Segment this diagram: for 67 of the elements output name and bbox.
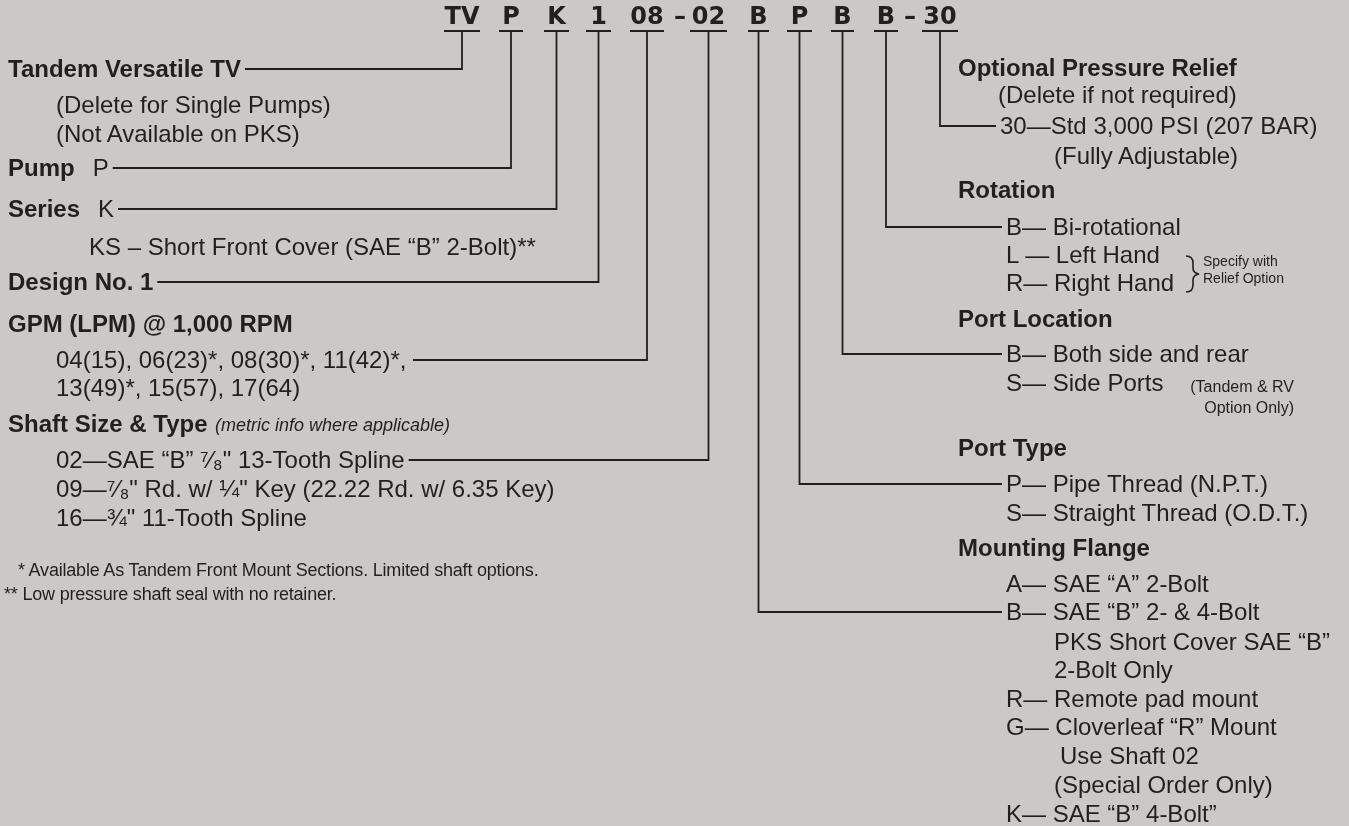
section-heading: GPM (LPM) @ 1,000 RPM: [8, 310, 293, 338]
section-heading: Port Type: [958, 434, 1067, 462]
option-text: Tandem Versatile TV: [4, 55, 245, 83]
option-text: R— Right Hand: [1006, 269, 1175, 297]
code-segment: P: [787, 2, 812, 32]
section-heading: Mounting Flange: [958, 534, 1150, 562]
option-text: 02—SAE “B” ⁷⁄₈" 13-Tooth Spline: [52, 446, 409, 474]
code-segment: K: [544, 2, 569, 32]
option-text: G— Cloverleaf “R” Mount: [1006, 713, 1277, 741]
leader-line: [407, 31, 710, 461]
option-text: A— SAE “A” 2-Bolt: [1006, 570, 1209, 598]
leader-line: [412, 31, 648, 361]
field-name: Pump: [8, 154, 75, 181]
note-text: (Delete if not required): [998, 81, 1237, 109]
option-text: B— SAE “B” 2- & 4-Bolt: [1002, 598, 1264, 626]
option-text: (Special Order Only): [1054, 771, 1273, 799]
option-text: S— Straight Thread (O.D.T.): [1006, 499, 1309, 527]
option-text: S— Side Ports: [1006, 369, 1164, 397]
option-text: B— Both side and rear: [1002, 340, 1253, 368]
footnote-text: ** Low pressure shaft seal with no retainer.: [4, 583, 337, 606]
leader-line: [117, 31, 558, 210]
separator-dash: –: [674, 2, 686, 30]
leader-line: [885, 31, 1003, 228]
option-text: R— Remote pad mount: [1006, 685, 1259, 713]
option-text: Use Shaft 02: [1060, 742, 1199, 770]
leader-line: [757, 31, 1003, 613]
note-text: (metric info where applicable): [215, 414, 451, 437]
note-text: (Delete for Single Pumps): [56, 91, 331, 119]
option-text: L — Left Hand: [1006, 241, 1160, 269]
code-segment: 02: [690, 2, 727, 32]
field-name: Series: [8, 195, 81, 222]
option-text: 04(15), 06(23)*, 08(30)*, 11(42)*, 13(49)*, 15(57), 17(64): [52, 346, 413, 402]
leader-line: [244, 31, 463, 70]
code-segment: P: [499, 2, 523, 32]
code-segment: B: [748, 2, 769, 32]
code-segment: 1: [586, 2, 611, 32]
section-heading: Optional Pressure Relief: [958, 54, 1237, 82]
code-segment: B: [831, 2, 854, 32]
option-text: K— SAE “B” 4-Bolt”: [1006, 800, 1217, 826]
section-heading: Rotation: [958, 176, 1056, 204]
option-text: 30—Std 3,000 PSI (207 BAR): [996, 112, 1322, 140]
option-text: 16—¾" 11-Tooth Spline: [56, 504, 307, 532]
code-value: P: [92, 154, 109, 181]
code-value: K: [98, 195, 115, 222]
leader-line: [841, 31, 1003, 355]
leader-line: [939, 31, 997, 127]
code-segment: 08: [630, 2, 664, 32]
option-text: PKS Short Cover SAE “B” 2-Bolt Only: [1054, 628, 1332, 684]
section-heading: Port Location: [958, 305, 1113, 333]
note-text: (Tandem & RV Option Only): [1189, 377, 1294, 418]
code-segment: 30: [922, 2, 958, 32]
option-text: KS – Short Front Cover (SAE “B” 2-Bolt)**: [89, 233, 536, 261]
note-text: (Fully Adjustable): [1054, 142, 1239, 170]
leader-line: [111, 31, 512, 169]
leader-line: [798, 31, 1003, 485]
code-segment: B: [874, 2, 898, 32]
footnote-text: * Available As Tandem Front Mount Sections. Limited shaft options.: [18, 559, 539, 582]
note-text: (Not Available on PKS): [56, 120, 300, 148]
option-text: 09—⁷⁄₈" Rd. w/ ¼" Key (22.22 Rd. w/ 6.35 Key): [56, 475, 555, 503]
note-text: Specify with Relief Option: [1203, 253, 1285, 287]
option-text: B— Bi-rotational: [1002, 213, 1185, 241]
code-segment: TV: [444, 2, 480, 32]
option-text: P— Pipe Thread (N.P.T.): [1002, 470, 1272, 498]
section-heading: Shaft Size & Type: [8, 410, 208, 438]
option-text: Design No. 1: [4, 268, 158, 296]
separator-dash: –: [904, 2, 916, 30]
leader-line: [156, 31, 600, 283]
